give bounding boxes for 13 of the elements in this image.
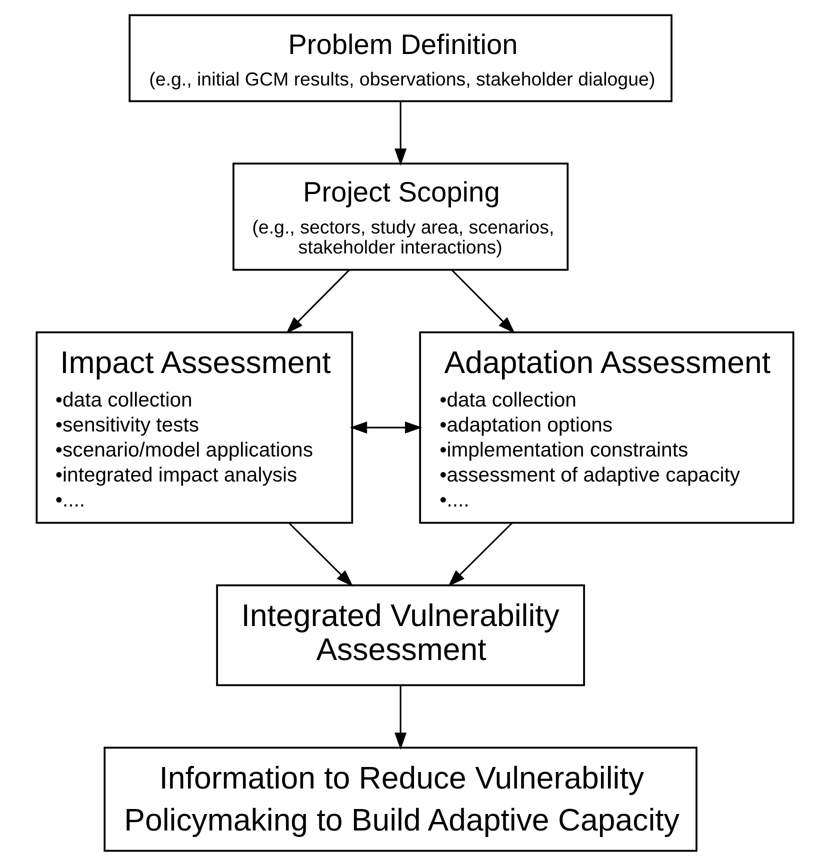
arrow [448,522,513,586]
arrow [394,100,407,166]
node-box: Problem Definition (e.g., initial GCM results, observations, stakeholder dialogue) [128,14,672,102]
arrow [286,269,350,334]
node-box: Adaptation Assessment •data collection •adaptation options •implementation constraints •assessment of adaptive capacity •.... [419,330,794,524]
node-box: Integrated Vulnerability Assessment [216,584,585,686]
arrow [451,269,515,334]
arrow [288,522,354,586]
arrow [394,685,407,750]
node-box: Impact Assessment •data collection •sensitivity tests •scenario/model applications •integrated impact analysis •.... [36,330,354,524]
node-box: Project Scoping (e.g., sectors, study area, scenarios, stakeholder interactions) [232,162,569,270]
node-box: Information to Reduce Vulnerability Policymaking to Build Adaptive Capacity [104,746,698,852]
arrow [350,421,422,434]
